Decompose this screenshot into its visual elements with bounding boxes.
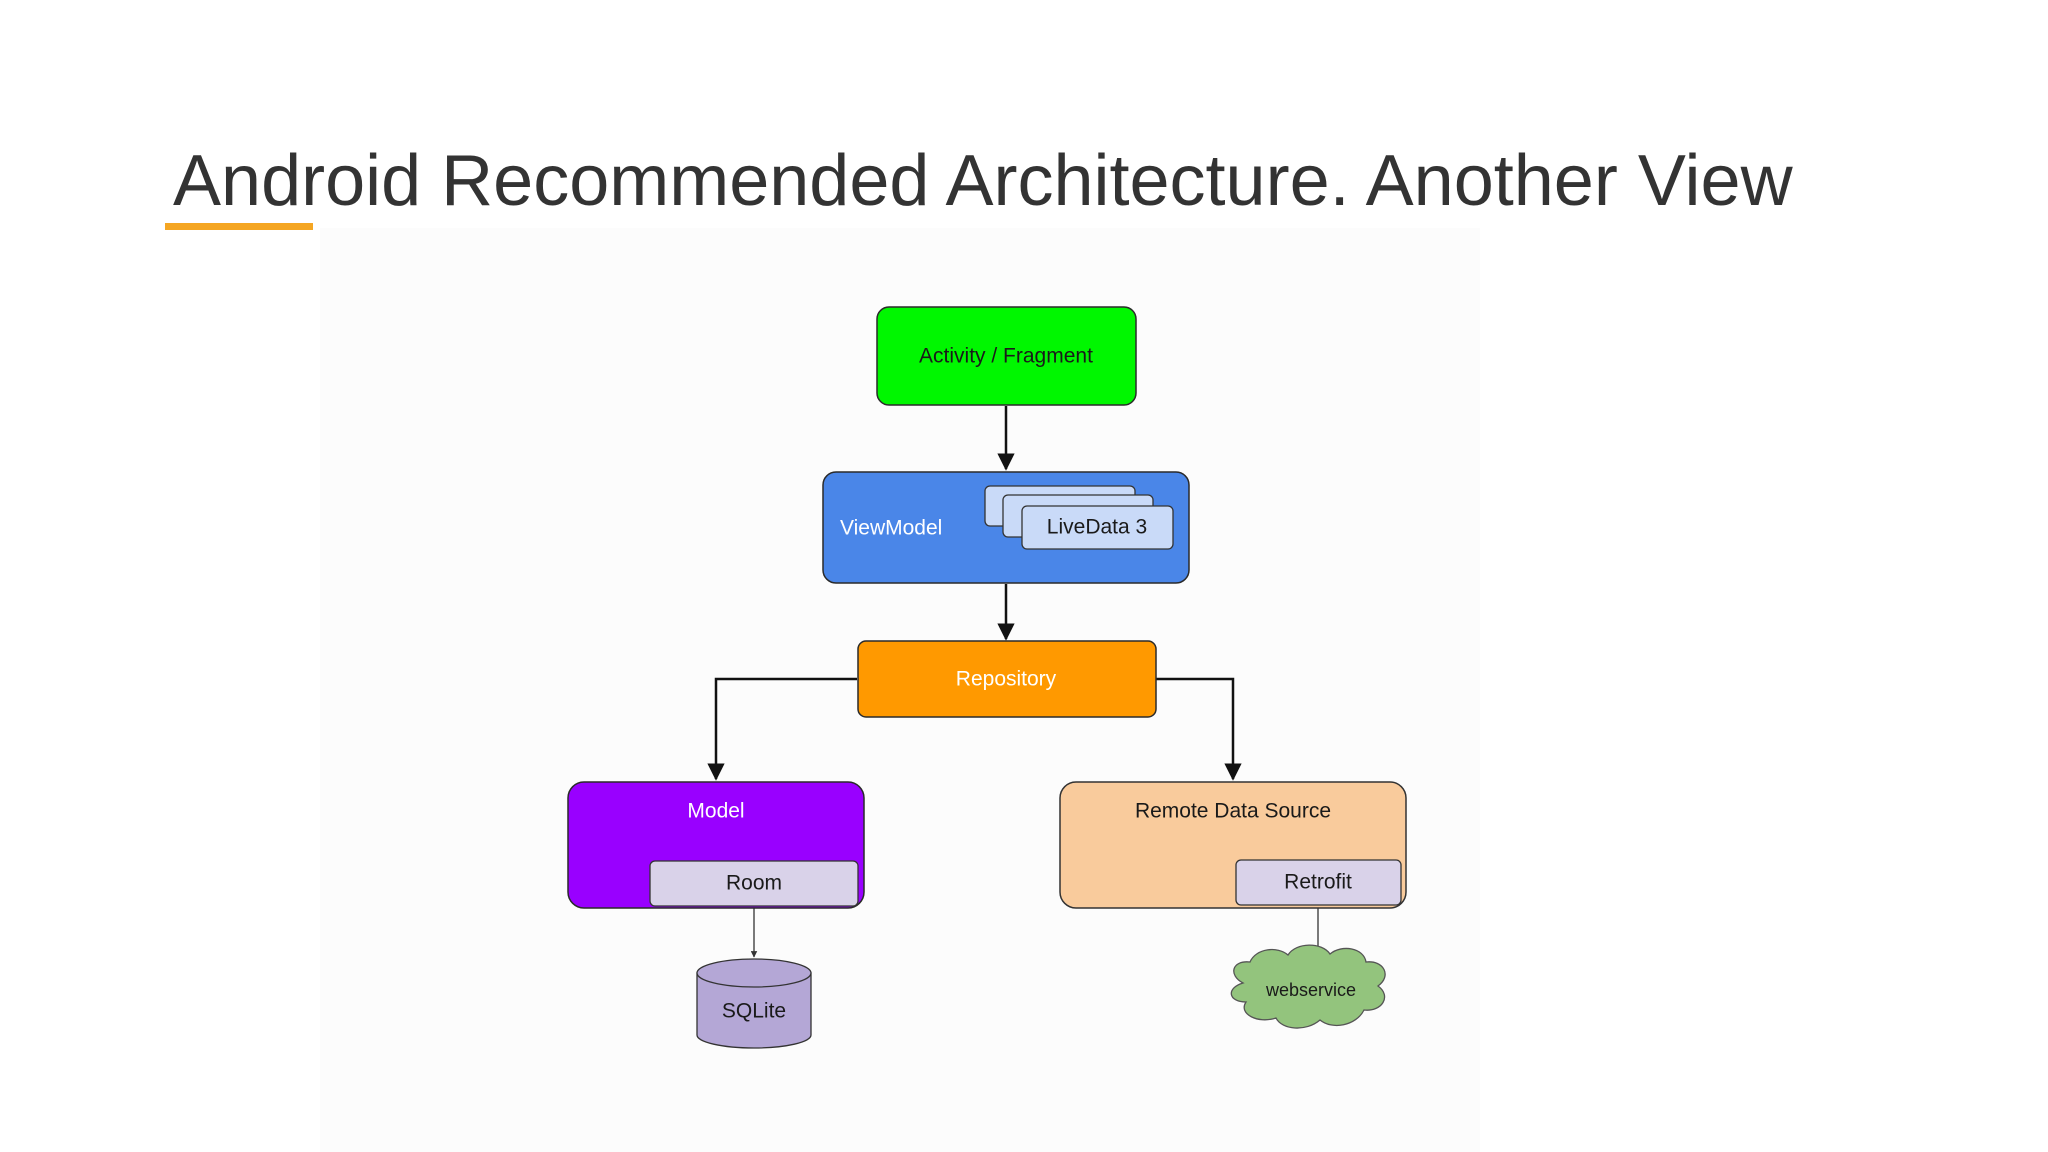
activity-fragment-box bbox=[876, 306, 1137, 406]
sqlite-cylinder-body bbox=[696, 972, 812, 1049]
webservice-label: webservice bbox=[1265, 980, 1356, 1000]
viewmodel-label: ViewModel bbox=[840, 517, 942, 540]
repository-node: Repository bbox=[857, 640, 1157, 718]
activity-fragment-node: Activity / Fragment bbox=[876, 306, 1137, 406]
webservice-cloud bbox=[1230, 944, 1386, 1029]
retrofit-box bbox=[1235, 859, 1402, 906]
retrofit-label: Retrofit bbox=[1284, 871, 1352, 894]
livedata-box bbox=[1021, 505, 1174, 550]
slide-title: Android Recommended Architecture. Anothe… bbox=[173, 141, 1793, 221]
room-box bbox=[649, 860, 859, 907]
model-label: Model bbox=[687, 800, 744, 823]
sqlite-label: SQLite bbox=[722, 1000, 786, 1023]
repository-box bbox=[857, 640, 1157, 718]
activity-fragment-label: Activity / Fragment bbox=[919, 345, 1093, 368]
remote-data-source-node: Remote Data Source Retrofit bbox=[1059, 781, 1407, 909]
repository-label: Repository bbox=[956, 668, 1057, 691]
arrow-repository-to-model bbox=[707, 677, 857, 781]
webservice-node: webservice bbox=[1230, 944, 1386, 1029]
connectors bbox=[707, 406, 1242, 781]
thin-connectors bbox=[750, 906, 1322, 960]
sqlite-node: SQLite bbox=[696, 958, 812, 1049]
arrow-repository-to-remote bbox=[1156, 677, 1242, 781]
livedata-label: LiveData 3 bbox=[1047, 516, 1147, 539]
remote-data-source-label: Remote Data Source bbox=[1135, 800, 1331, 823]
title-underline bbox=[165, 223, 313, 230]
model-node: Model Room bbox=[567, 781, 865, 909]
sqlite-cylinder-top bbox=[696, 958, 812, 988]
viewmodel-node: ViewModel LiveData 3 bbox=[822, 471, 1190, 584]
room-label: Room bbox=[726, 872, 782, 895]
